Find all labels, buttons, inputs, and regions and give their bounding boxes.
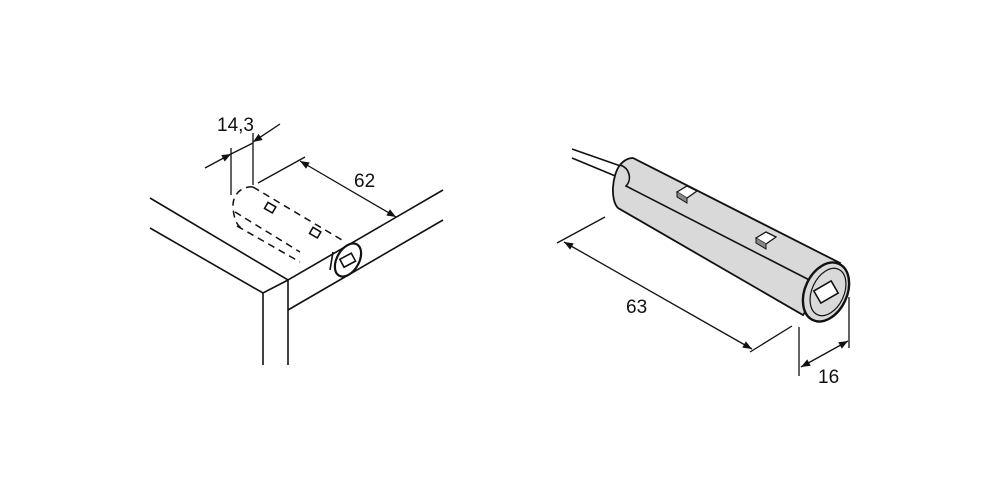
hidden-sensor-outline — [232, 186, 343, 263]
dimension-length-right: 63 — [556, 216, 793, 353]
dim-label-63: 63 — [626, 297, 647, 318]
sensor-front-cap — [329, 242, 363, 278]
dim-label-62: 62 — [354, 171, 375, 192]
sensor-view: 63 16 — [556, 148, 851, 388]
sensor-front-cap — [801, 261, 851, 323]
dimension-depth-left: 62 — [257, 156, 397, 218]
dimension-diameter-right: 16 — [798, 297, 850, 388]
cabinet-corner — [149, 189, 444, 365]
cabinet-installation-view: 14,3 62 — [149, 115, 444, 365]
dim-label-16: 16 — [818, 367, 839, 388]
dim-label-14-3: 14,3 — [217, 115, 254, 136]
dimension-diameter-left: 14,3 — [204, 115, 281, 195]
sensor-body — [612, 157, 842, 317]
